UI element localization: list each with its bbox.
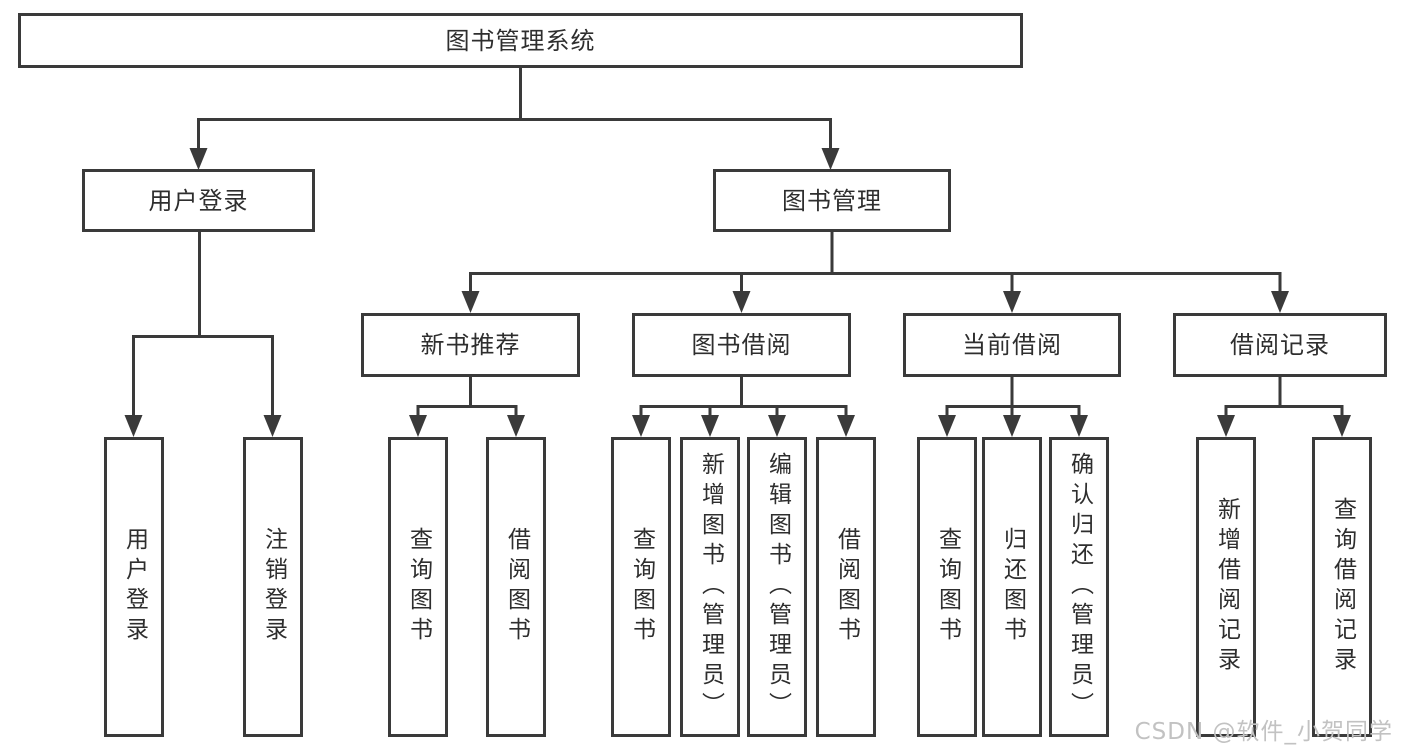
csdn-watermark: CSDN @软件_小贺同学 bbox=[1134, 719, 1393, 745]
arrow-down-icon bbox=[1003, 415, 1021, 437]
node-book-borrowing-label: 图书借阅 bbox=[691, 331, 792, 359]
leaf-logout: 注销登录 bbox=[243, 437, 303, 737]
arrow-down-icon bbox=[938, 415, 956, 437]
arrow-down-icon bbox=[124, 415, 143, 437]
leaf-borrow-books: 借阅图书 bbox=[816, 437, 876, 737]
leaf-user-login-label: 用户登录 bbox=[121, 527, 148, 647]
arrow-down-icon bbox=[1217, 415, 1235, 437]
leaf-query-borrow-record-label: 查询借阅记录 bbox=[1329, 497, 1356, 677]
arrow-down-icon bbox=[189, 148, 208, 170]
arrow-down-icon bbox=[837, 415, 855, 437]
node-current-borrowing: 当前借阅 bbox=[903, 313, 1121, 377]
leaf-borrow-books-label: 借阅图书 bbox=[833, 527, 860, 647]
node-user-login-label: 用户登录 bbox=[148, 186, 249, 215]
node-book-management: 图书管理 bbox=[713, 169, 951, 232]
leaf-edit-books-admin: 编辑图书（管理员） bbox=[747, 437, 807, 737]
arrow-down-icon bbox=[1003, 291, 1021, 313]
connector-userlogin-bar bbox=[132, 335, 274, 417]
leaf-borrow-books-recommend-label: 借阅图书 bbox=[503, 527, 530, 647]
arrow-down-icon bbox=[461, 291, 480, 313]
leaf-user-login: 用户登录 bbox=[104, 437, 164, 737]
node-user-login: 用户登录 bbox=[82, 169, 315, 232]
leaf-query-books-current: 查询图书 bbox=[917, 437, 977, 737]
arrow-down-icon bbox=[732, 291, 751, 313]
arrow-down-icon bbox=[507, 415, 525, 437]
leaf-add-borrow-record-label: 新增借阅记录 bbox=[1213, 497, 1240, 677]
leaf-add-borrow-record: 新增借阅记录 bbox=[1196, 437, 1256, 737]
arrow-down-icon bbox=[701, 415, 719, 437]
leaf-query-borrow-record: 查询借阅记录 bbox=[1312, 437, 1372, 737]
leaf-logout-label: 注销登录 bbox=[260, 527, 287, 647]
connector-root-bar bbox=[197, 118, 832, 150]
leaf-query-books-current-label: 查询图书 bbox=[934, 527, 961, 647]
connector-borrowing-bar bbox=[639, 405, 848, 417]
leaf-query-books-recommend: 查询图书 bbox=[388, 437, 448, 737]
leaf-confirm-return-admin: 确认归还（管理员） bbox=[1049, 437, 1109, 737]
arrow-down-icon bbox=[263, 415, 282, 437]
node-root-label: 图书管理系统 bbox=[445, 26, 596, 55]
leaf-add-books-admin: 新增图书（管理员） bbox=[680, 437, 740, 737]
node-new-book-recommend-label: 新书推荐 bbox=[420, 331, 521, 359]
arrow-down-icon bbox=[1271, 291, 1289, 313]
arrow-down-icon bbox=[821, 148, 840, 170]
leaf-borrow-books-recommend: 借阅图书 bbox=[486, 437, 546, 737]
leaf-return-books-label: 归还图书 bbox=[999, 527, 1026, 647]
leaf-edit-books-admin-label: 编辑图书（管理员） bbox=[764, 452, 791, 722]
node-current-borrowing-label: 当前借阅 bbox=[962, 331, 1062, 359]
node-book-borrowing: 图书借阅 bbox=[632, 313, 851, 377]
arrow-down-icon bbox=[409, 415, 427, 437]
leaf-return-books: 归还图书 bbox=[982, 437, 1042, 737]
leaf-query-books-borrowing: 查询图书 bbox=[611, 437, 671, 737]
node-borrowing-records-label: 借阅记录 bbox=[1230, 331, 1330, 359]
connector-bookmgmt-bar bbox=[469, 272, 1282, 293]
arrow-down-icon bbox=[632, 415, 650, 437]
arrow-down-icon bbox=[768, 415, 786, 437]
node-new-book-recommend: 新书推荐 bbox=[361, 313, 580, 377]
connector-recommend-bar bbox=[416, 405, 518, 417]
node-root: 图书管理系统 bbox=[18, 13, 1023, 68]
node-book-management-label: 图书管理 bbox=[782, 186, 882, 215]
leaf-confirm-return-admin-label: 确认归还（管理员） bbox=[1066, 452, 1093, 722]
leaf-query-books-recommend-label: 查询图书 bbox=[405, 527, 432, 647]
connector-records-bar bbox=[1224, 405, 1344, 417]
leaf-query-books-borrowing-label: 查询图书 bbox=[628, 527, 655, 647]
node-borrowing-records: 借阅记录 bbox=[1173, 313, 1387, 377]
arrow-down-icon bbox=[1070, 415, 1088, 437]
arrow-down-icon bbox=[1333, 415, 1351, 437]
leaf-add-books-admin-label: 新增图书（管理员） bbox=[697, 452, 724, 722]
